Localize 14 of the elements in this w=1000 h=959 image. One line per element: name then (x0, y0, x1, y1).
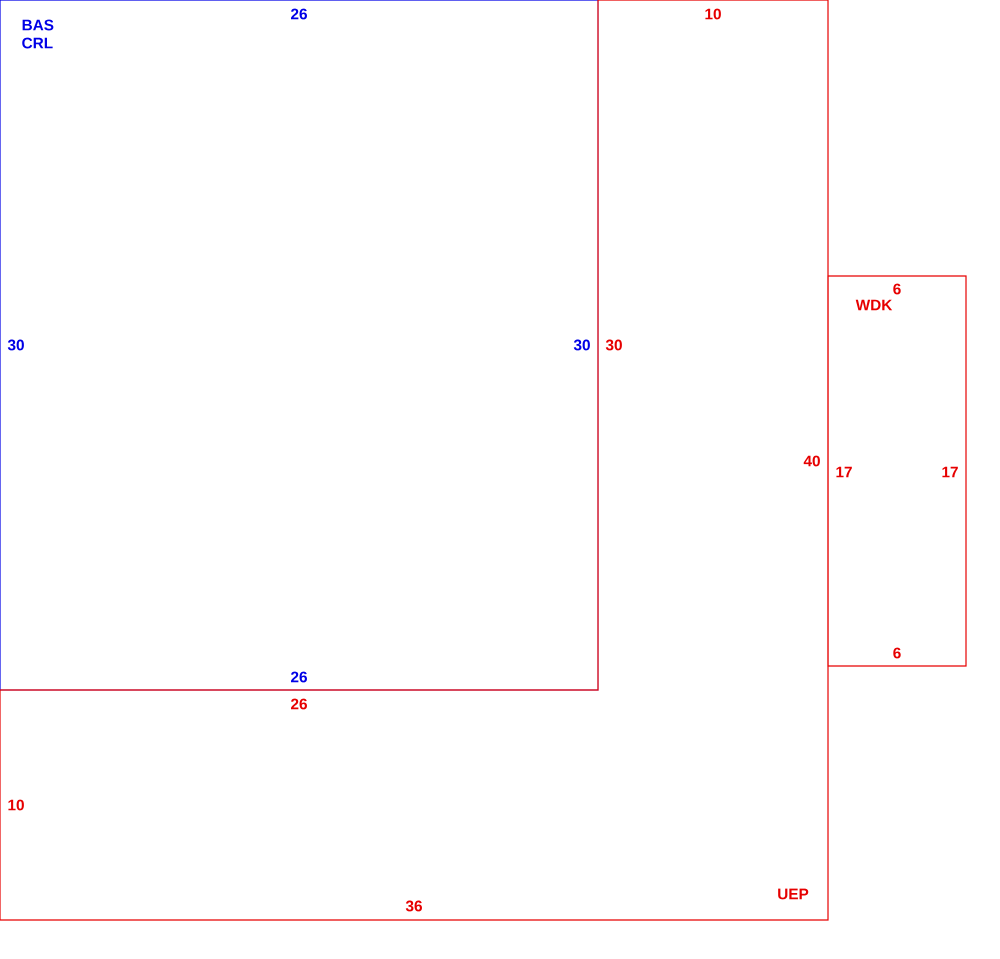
dimension-label: 10 (705, 8, 721, 20)
dimension-label: 30 (574, 340, 590, 350)
dimension-label: 6 (893, 648, 901, 658)
dimension-label: 26 (291, 8, 307, 20)
dimension-label: 17 (942, 466, 958, 478)
dimension-label: 40 (804, 456, 820, 466)
dimension-label: 30 (606, 340, 622, 350)
dimension-label: 36 (406, 900, 422, 912)
dimension-label: 26 (291, 672, 307, 682)
dimension-label: 30 (8, 340, 24, 350)
dimension-label: 17 (836, 466, 852, 478)
dimension-label: 6 (893, 284, 901, 294)
dimension-label: 10 (8, 800, 24, 810)
dimension-label: 26 (291, 698, 307, 710)
